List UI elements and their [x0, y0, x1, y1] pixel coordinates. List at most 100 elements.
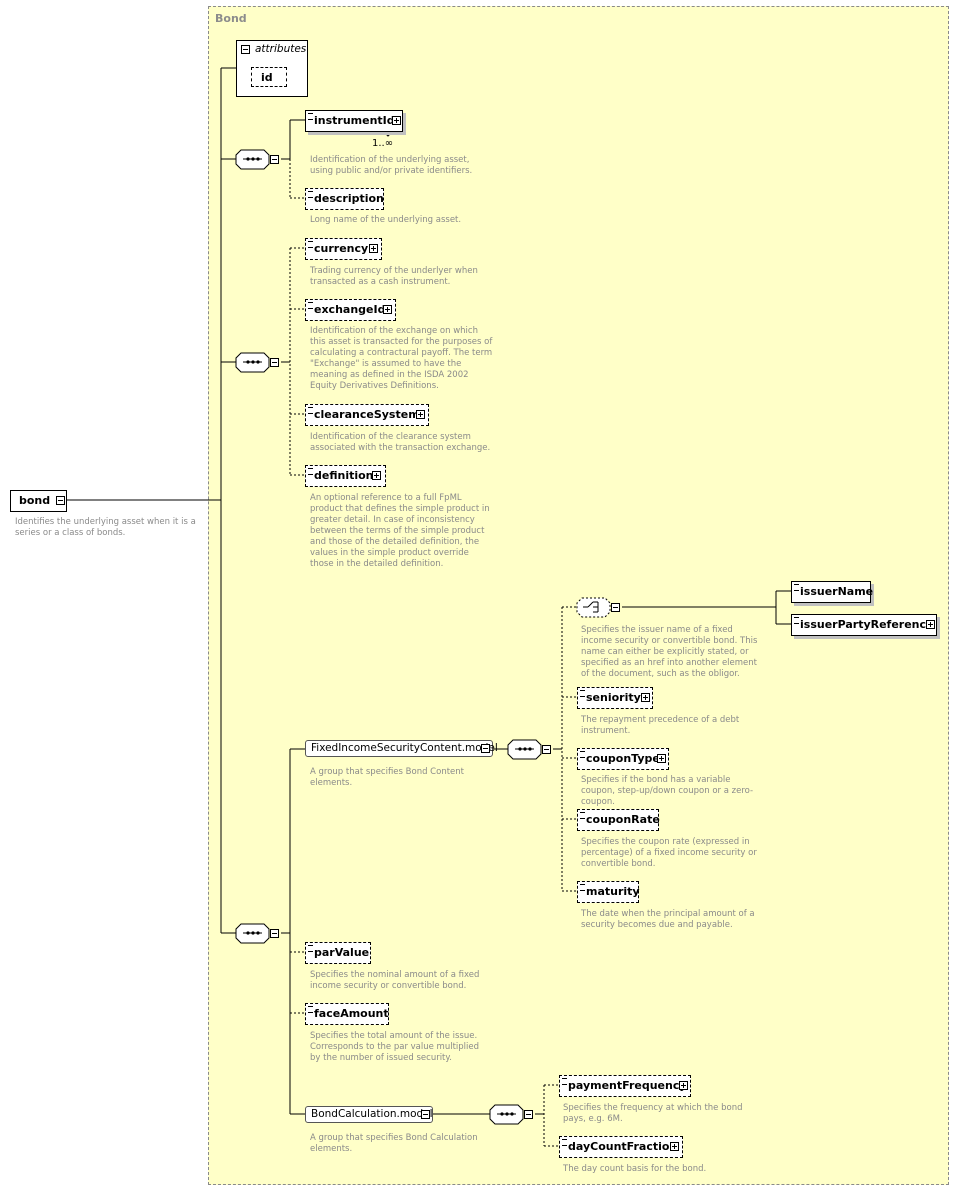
element-label: instrumentId: [314, 114, 395, 127]
element-couponType[interactable]: couponType: [577, 748, 669, 770]
element-icon: [580, 751, 585, 758]
element-icon: [580, 690, 585, 697]
element-maturity[interactable]: maturity: [577, 881, 640, 903]
expand-icon[interactable]: [383, 305, 392, 314]
element-label: maturity: [586, 885, 640, 898]
sequence-collapse-icon[interactable]: [270, 929, 279, 938]
collapse-icon[interactable]: [421, 1110, 430, 1119]
expand-icon[interactable]: [641, 693, 650, 702]
element-icon: [308, 945, 313, 952]
element-icon: [580, 884, 585, 891]
element-icon: [308, 1006, 313, 1013]
element-label: currency: [314, 242, 369, 255]
element-description: Specifies the frequency at which the bon…: [563, 1103, 743, 1124]
element-label: issuerName: [800, 585, 874, 598]
group-label: BondCalculation.model: [311, 1108, 433, 1120]
group-label: FixedIncomeSecurityContent.model: [311, 742, 498, 754]
element-description: Identification of the clearance system a…: [310, 432, 491, 453]
element-clearanceSystem[interactable]: clearanceSystem: [305, 404, 429, 426]
element-description: Long name of the underlying asset.: [310, 215, 462, 225]
element-icon: [562, 1078, 567, 1085]
sequence-collapse-icon[interactable]: [542, 745, 551, 754]
group-description: A group that specifies Bond Calculation …: [310, 1133, 478, 1154]
element-description: Specifies the nominal amount of a fixed …: [310, 970, 480, 991]
element-label: parValue: [314, 946, 370, 959]
attributes-box: attributes id: [236, 40, 308, 97]
element-description: Identification of the underlying asset, …: [310, 155, 473, 176]
element-label: seniority: [586, 691, 641, 704]
element-issuerName[interactable]: issuerName: [791, 581, 874, 603]
element-description: Specifies if the bond has a variable cou…: [581, 775, 754, 807]
element-description: Specifies the coupon rate (expressed in …: [581, 837, 757, 869]
group-description: A group that specifies Bond Content elem…: [310, 767, 464, 788]
element-couponRate[interactable]: couponRate: [577, 809, 660, 831]
cardinality-label: 1..∞: [372, 138, 394, 149]
element-label: paymentFrequency: [568, 1079, 687, 1092]
element-description: The day count basis for the bond.: [563, 1164, 707, 1174]
element-bond[interactable]: bond: [10, 490, 67, 512]
element-icon: [794, 584, 799, 591]
element-currency[interactable]: currency: [305, 238, 382, 260]
element-faceAmount[interactable]: faceAmount: [305, 1003, 389, 1025]
expand-icon[interactable]: [369, 244, 378, 253]
element-icon: [308, 302, 313, 309]
element-bond-label: bond: [19, 494, 51, 507]
expand-icon[interactable]: [416, 410, 425, 419]
element-dayCountFraction[interactable]: dayCountFraction: [559, 1136, 683, 1158]
element-paymentFrequency[interactable]: paymentFrequency: [559, 1075, 691, 1097]
element-description: An optional reference to a full FpML pro…: [310, 493, 490, 569]
attribute-id[interactable]: id: [251, 67, 287, 87]
collapse-icon[interactable]: [481, 744, 490, 753]
expand-icon[interactable]: [670, 1142, 679, 1151]
element-label: dayCountFraction: [568, 1140, 678, 1153]
group-title: Bond: [215, 12, 247, 25]
choice-collapse-icon[interactable]: [611, 603, 620, 612]
collapse-icon[interactable]: [56, 496, 65, 505]
expand-icon[interactable]: [372, 471, 381, 480]
element-icon: [308, 113, 313, 120]
element-label: clearanceSystem: [314, 408, 420, 421]
element-icon: [562, 1139, 567, 1146]
element-description: Identification of the exchange on which …: [310, 326, 493, 391]
element-description-node[interactable]: description: [305, 188, 384, 210]
element-label: definition: [314, 469, 374, 482]
sequence-dots: [243, 157, 534, 1116]
sequence-collapse-icon[interactable]: [524, 1110, 533, 1119]
element-label: issuerPartyReference: [800, 618, 934, 631]
element-definition[interactable]: definition: [305, 465, 386, 487]
element-label: description: [314, 192, 384, 205]
collapse-icon[interactable]: [241, 45, 250, 54]
element-seniority[interactable]: seniority: [577, 687, 653, 709]
element-icon: [308, 407, 313, 414]
group-ref-bond-calculation[interactable]: BondCalculation.model: [305, 1106, 433, 1123]
element-description: The repayment precedence of a debt instr…: [581, 715, 740, 736]
expand-icon[interactable]: [679, 1081, 688, 1090]
element-parValue[interactable]: parValue: [305, 942, 371, 964]
element-icon: [308, 191, 313, 198]
element-instrumentId[interactable]: instrumentId: [305, 110, 403, 132]
choice-description: Specifies the issuer name of a fixed inc…: [581, 625, 758, 679]
element-bond-description: Identifies the underlying asset when it …: [15, 517, 196, 538]
element-description: The date when the principal amount of a …: [581, 909, 755, 930]
element-label: faceAmount: [314, 1007, 389, 1020]
element-description: Trading currency of the underlyer when t…: [310, 266, 478, 287]
element-issuerPartyReference[interactable]: issuerPartyReference: [791, 614, 937, 636]
choice-switch-icon: [583, 601, 599, 613]
expand-icon[interactable]: [392, 116, 401, 125]
element-label: exchangeId: [314, 303, 386, 316]
expand-icon[interactable]: [657, 754, 666, 763]
group-ref-fixed-income-security-content[interactable]: FixedIncomeSecurityContent.model: [305, 740, 498, 757]
element-exchangeId[interactable]: exchangeId: [305, 299, 396, 321]
attributes-title: attributes: [255, 43, 307, 55]
element-label: couponType: [586, 752, 660, 765]
element-description: Specifies the total amount of the issue.…: [310, 1031, 480, 1063]
element-icon: [308, 241, 313, 248]
element-label: couponRate: [586, 813, 660, 826]
element-icon: [308, 468, 313, 475]
element-icon: [580, 812, 585, 819]
sequence-collapse-icon[interactable]: [270, 358, 279, 367]
expand-icon[interactable]: [926, 620, 935, 629]
element-icon: [794, 617, 799, 624]
sequence-collapse-icon[interactable]: [270, 155, 279, 164]
